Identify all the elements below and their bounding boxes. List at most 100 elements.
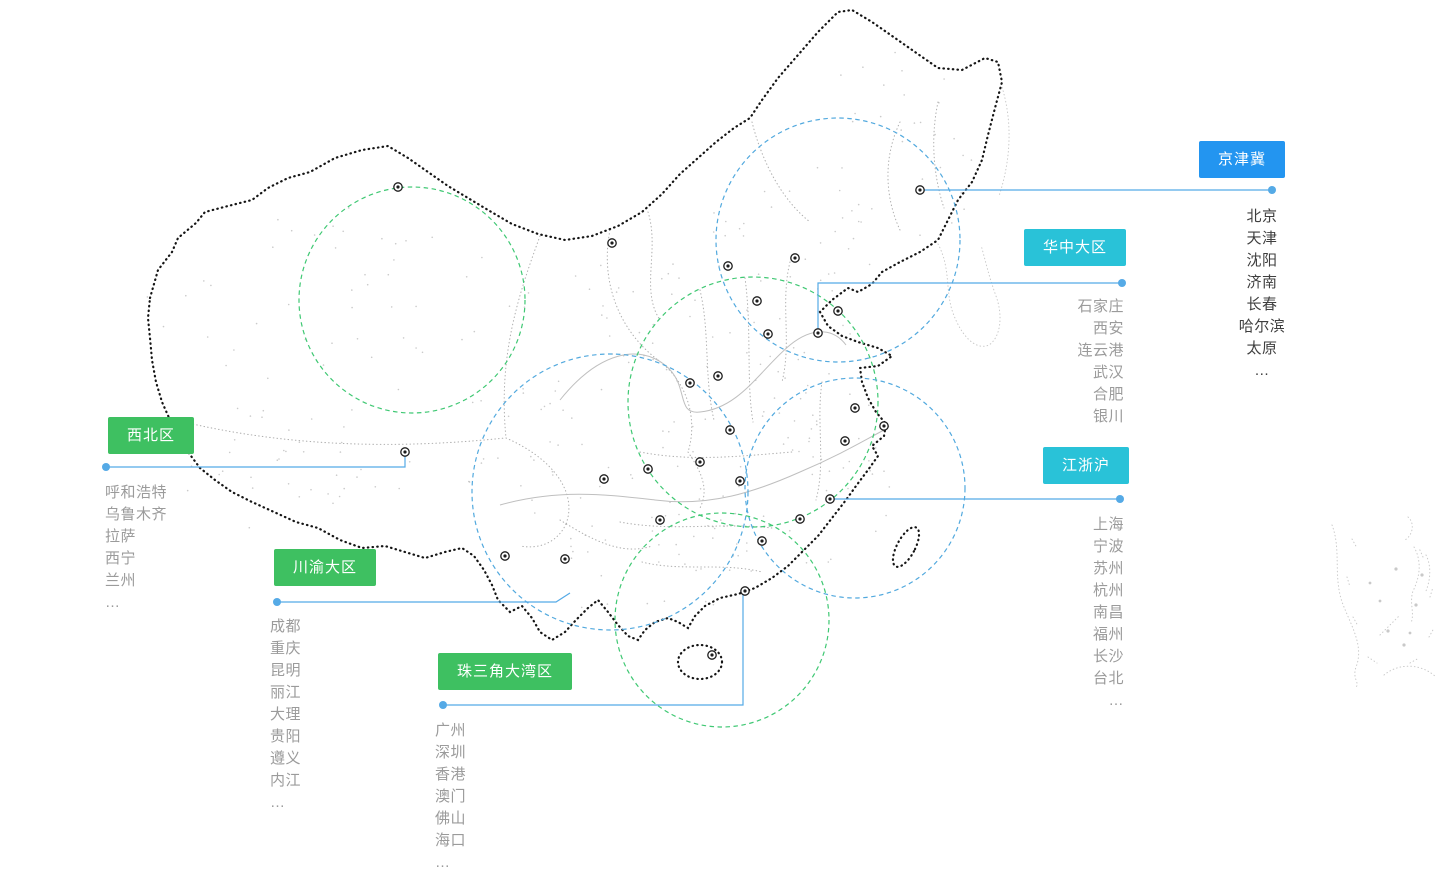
region-circle-xibei: [298, 186, 526, 414]
node-marker: [400, 447, 410, 457]
node-marker: [685, 378, 695, 388]
city-item: 北京: [1246, 208, 1278, 225]
region-circle-zhusanjiao: [614, 512, 830, 728]
city-item: 苏州: [1092, 560, 1124, 577]
node-marker: [607, 238, 617, 248]
region-circle-jingjinji: [715, 117, 961, 363]
foreign-coastlines: [937, 83, 1010, 347]
city-item: 成都: [270, 618, 302, 635]
node-marker: [740, 586, 750, 596]
region-circles: [298, 117, 966, 728]
node-marker: [833, 306, 843, 316]
city-item: 合肥: [1092, 386, 1124, 403]
node-marker: [599, 474, 609, 484]
node-marker: [393, 182, 403, 192]
node-marker: [500, 551, 510, 561]
city-item: 太原: [1246, 340, 1278, 357]
region-label-jiangzhehu[interactable]: 江浙沪: [1043, 447, 1130, 484]
city-item: 天津: [1246, 230, 1278, 247]
city-item: 台北: [1092, 670, 1124, 687]
city-item: …: [435, 854, 451, 871]
city-item: 昆明: [270, 662, 302, 679]
city-item: 连云港: [1077, 342, 1124, 359]
city-list-jingjinji: 北京天津沈阳济南长春哈尔滨太原 …: [1199, 206, 1325, 382]
node-marker: [757, 536, 767, 546]
city-list-zhusanjiao: 广州深圳香港澳门佛山海口 …: [435, 720, 466, 874]
node-marker: [795, 514, 805, 524]
connector-zhusanjiao: [439, 593, 744, 709]
hainan-island: [676, 643, 724, 681]
city-item: 贵阳: [270, 728, 302, 745]
city-item: 遵义: [270, 750, 302, 767]
node-marker: [840, 436, 850, 446]
node-marker: [735, 476, 745, 486]
city-item: 重庆: [270, 640, 302, 657]
node-marker: [752, 296, 762, 306]
city-item: 乌鲁木齐: [105, 506, 168, 523]
city-item: 福州: [1092, 626, 1124, 643]
connector-chuanyu: [273, 592, 571, 606]
city-list-jiangzhehu: 上海宁波苏州杭州南昌福州长沙台北…: [1004, 514, 1124, 712]
city-item: 长春: [1246, 296, 1278, 313]
city-item: 南昌: [1092, 604, 1124, 621]
city-item: 银川: [1092, 408, 1124, 425]
city-item: 香港: [435, 766, 467, 783]
node-marker: [825, 494, 835, 504]
city-item: 呼和浩特: [105, 484, 168, 501]
region-label-xibei[interactable]: 西北区: [108, 417, 195, 454]
region-label-huazhong[interactable]: 华中大区: [1024, 229, 1127, 266]
region-circle-huazhong: [627, 276, 879, 528]
node-marker: [879, 421, 889, 431]
connector-jiangzhehu: [830, 495, 1124, 503]
node-marker: [813, 328, 823, 338]
city-item: 哈尔滨: [1238, 318, 1286, 335]
region-label-zhusanjiao[interactable]: 珠三角大湾区: [438, 653, 573, 690]
node-marker: [560, 554, 570, 564]
connectors: [102, 186, 1276, 709]
node-marker: [643, 464, 653, 474]
city-item: 广州: [435, 722, 467, 739]
city-item: 上海: [1092, 516, 1124, 533]
connector-jingjinji: [920, 186, 1276, 194]
china-map-outline: [146, 8, 1004, 681]
city-item: 沈阳: [1246, 252, 1278, 269]
region-label-jingjinji[interactable]: 京津冀: [1199, 141, 1286, 178]
city-item: 西宁: [105, 550, 137, 567]
region-circle-chuanyu: [471, 353, 749, 631]
city-item: …: [1108, 692, 1124, 709]
city-item: 大理: [270, 706, 302, 723]
node-marker: [723, 261, 733, 271]
city-item: 兰州: [105, 572, 137, 589]
city-list-chuanyu: 成都重庆昆明丽江大理贵阳遵义内江…: [270, 616, 301, 814]
city-item: 佛山: [435, 810, 467, 827]
node-marker: [695, 457, 705, 467]
node-marker: [850, 403, 860, 413]
city-item: …: [105, 594, 121, 611]
city-item: 武汉: [1092, 364, 1124, 381]
region-circle-jiangzhehu: [744, 377, 966, 599]
region-label-chuanyu[interactable]: 川渝大区: [274, 549, 377, 586]
node-marker: [707, 650, 717, 660]
taiwan-island: [891, 526, 921, 568]
city-item: 拉萨: [105, 528, 137, 545]
province-borders: [167, 101, 945, 573]
city-item: 深圳: [435, 744, 467, 761]
city-item: 济南: [1246, 274, 1278, 291]
node-marker: [790, 253, 800, 263]
node-marker: [915, 185, 925, 195]
city-item: 宁波: [1092, 538, 1124, 555]
city-list-huazhong: 石家庄西安连云港武汉合肥银川: [1004, 296, 1124, 428]
city-list-xibei: 呼和浩特乌鲁木齐拉萨西宁兰州 …: [105, 482, 167, 614]
node-marker: [713, 371, 723, 381]
city-item: 海口: [435, 832, 467, 849]
node-marker: [763, 329, 773, 339]
city-item: …: [1254, 362, 1270, 379]
city-node-markers: [393, 182, 925, 660]
city-item: 长沙: [1092, 648, 1124, 665]
city-item: …: [270, 794, 286, 811]
city-item: 石家庄: [1077, 298, 1124, 315]
city-item: 澳门: [435, 788, 467, 805]
city-item: 西安: [1092, 320, 1124, 337]
